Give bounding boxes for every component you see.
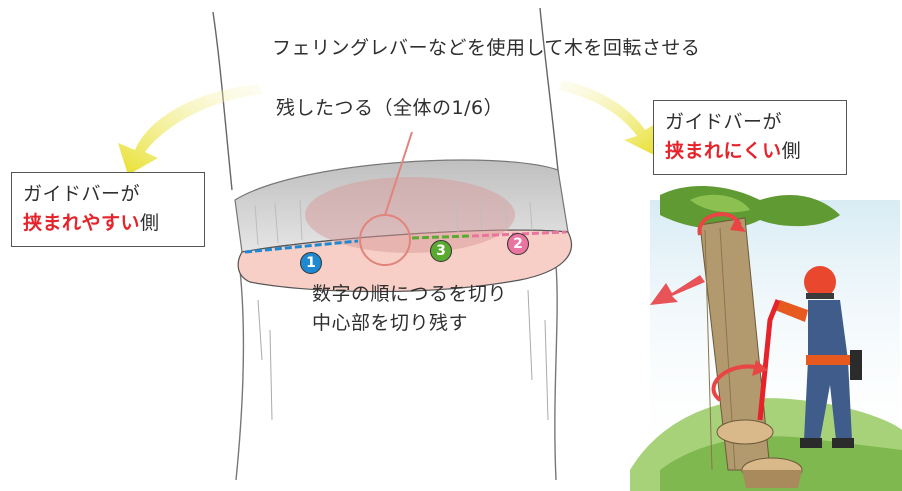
worker <box>757 266 862 448</box>
right-side-box: ガイドバーが 挟まれにくい側 <box>653 100 847 175</box>
left-side-box: ガイドバーが 挟まれやすい側 <box>11 172 205 247</box>
cut-line-1 <box>244 239 359 254</box>
back-cut <box>234 131 573 293</box>
instruction-line1: 数字の順につるを切り <box>312 283 508 305</box>
cut-line-2 <box>471 230 567 238</box>
cut-step-1-badge: 1 <box>300 252 322 274</box>
instruction-line2: 中心部を切り残す <box>312 312 469 334</box>
left-box-suffix: 側 <box>140 212 160 235</box>
left-box-line1: ガイドバーが <box>23 183 141 205</box>
cut-step-3-badge: 3 <box>430 240 452 262</box>
right-yellow-arrow <box>558 80 658 155</box>
right-box-suffix: 側 <box>781 140 802 163</box>
fall-arrow <box>650 275 705 305</box>
right-box-highlight: 挟まれにくい <box>665 140 782 163</box>
right-box-line2: 挟まれにくい側 <box>665 137 835 166</box>
forest-scene-illustration <box>630 185 902 491</box>
right-box-line1: ガイドバーが <box>665 111 783 133</box>
left-box-line2: 挟まれやすい側 <box>23 209 193 238</box>
trunk <box>212 7 561 481</box>
left-box-highlight: 挟まれやすい <box>23 212 141 235</box>
title-text: フェリングレバーなどを使用して木を回転させる <box>272 37 701 59</box>
hinge-label: 残したつる（全体の1/6） <box>276 97 504 119</box>
cut-step-2-badge: 2 <box>507 233 529 255</box>
left-yellow-arrow <box>118 84 262 175</box>
rotate-arrow-bottom <box>711 364 761 402</box>
